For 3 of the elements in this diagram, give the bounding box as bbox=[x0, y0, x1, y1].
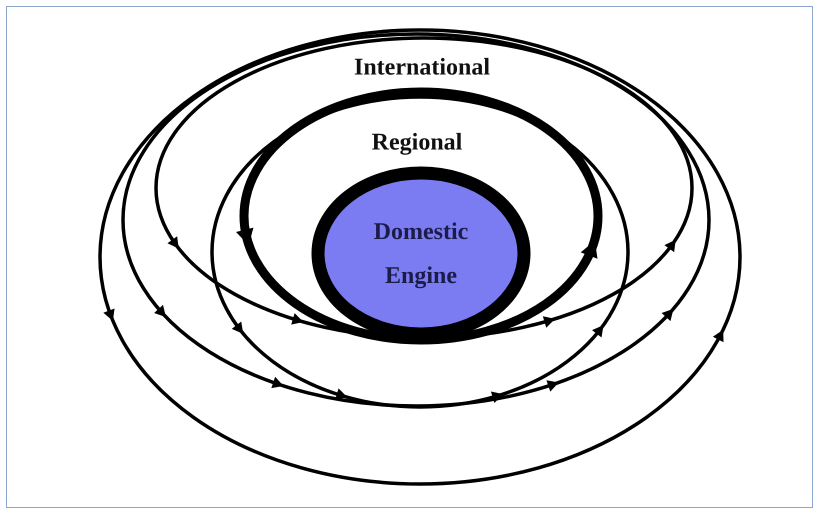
loop-label: Regional bbox=[372, 130, 462, 156]
engine-label: Domestic Engine bbox=[372, 218, 470, 290]
loop-label: International bbox=[354, 54, 490, 82]
